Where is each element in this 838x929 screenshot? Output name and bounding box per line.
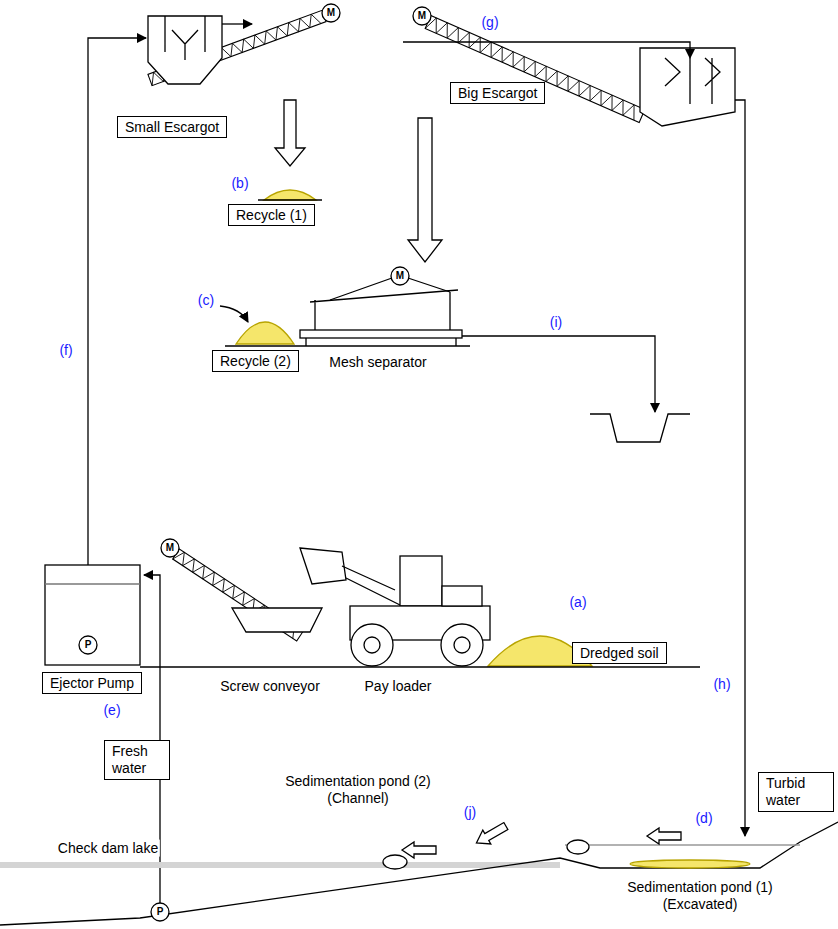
equipment-label-box: Dredged soil	[572, 642, 667, 664]
motor-pump-symbol: M	[166, 542, 174, 554]
callout-letter: (d)	[695, 810, 712, 827]
node-text: Ejector Pump	[50, 675, 134, 691]
callout-letter: (h)	[713, 676, 730, 693]
equipment-label-box: Ejector Pump	[42, 672, 142, 694]
part-name: Check dam lake	[56, 840, 160, 857]
node-text: Small Escargot	[125, 119, 219, 135]
part-name: Mesh separator	[329, 354, 426, 371]
node-text: Recycle (1)	[236, 207, 307, 223]
motor-pump-symbol: P	[157, 906, 164, 918]
motor-pump-symbol: M	[396, 270, 404, 282]
node-text: Fresh water	[112, 743, 162, 777]
part-name: Pay loader	[365, 678, 432, 695]
callout-letter: (g)	[481, 14, 498, 31]
callout-letter: (b)	[231, 175, 248, 192]
equipment-label-box: Fresh water	[104, 740, 170, 780]
callout-letter: (f)	[59, 342, 72, 359]
callout-letter: (e)	[103, 702, 120, 719]
equipment-label-box: Small Escargot	[117, 116, 227, 138]
node-text: Big Escargot	[458, 85, 537, 101]
motor-pump-symbol: P	[85, 639, 92, 651]
equipment-label-box: Turbid water	[758, 772, 834, 812]
callout-letter: (i)	[550, 314, 562, 331]
callout-letter: (c)	[198, 292, 214, 309]
node-text: Recycle (2)	[220, 353, 291, 369]
motor-pump-symbol: M	[327, 7, 335, 19]
node-text: Turbid water	[766, 775, 826, 809]
equipment-label-box: Big Escargot	[450, 82, 545, 104]
callout-letter: (j)	[464, 804, 476, 821]
part-name: Screw conveyor	[220, 678, 320, 695]
motor-pump-symbol: M	[418, 10, 426, 22]
equipment-label-box: Recycle (1)	[228, 204, 315, 226]
callout-letter: (a)	[569, 594, 586, 611]
part-name: Sedimentation pond (2) (Channel)	[270, 773, 446, 807]
node-text: Dredged soil	[580, 645, 659, 661]
equipment-label-box: Recycle (2)	[212, 350, 299, 372]
part-name: Sedimentation pond (1) (Excavated)	[612, 879, 788, 913]
